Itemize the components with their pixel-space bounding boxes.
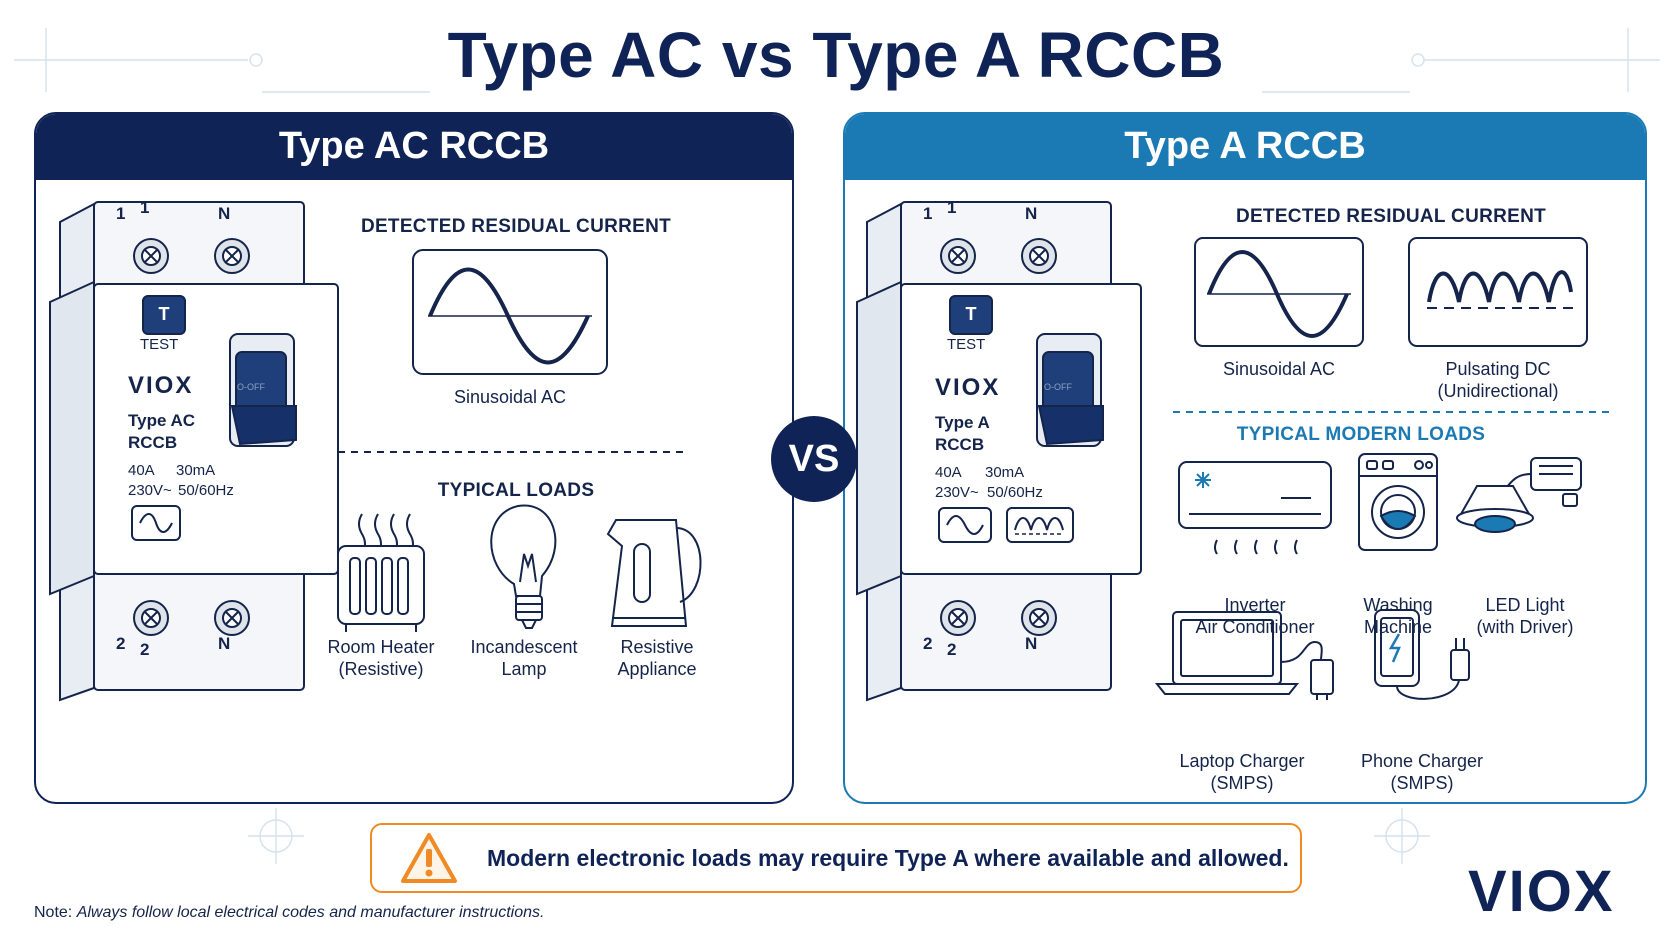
a-loads-title: TYPICAL MODERN LOADS [1236,424,1486,445]
ac-loads-title: TYPICAL LOADS [437,480,595,501]
footnote: Note: Always follow local electrical cod… [34,904,544,922]
a-terminal-2b: 2 [947,640,957,659]
ac-terminal-2b: 2 [140,640,150,659]
ac-rating-current: 40A [128,462,155,479]
ac-load-room-heater: Room Heater (Resistive) [327,637,435,679]
a-load-phone-charger: Phone Charger (SMPS) [1360,751,1484,793]
ac-test-button: T [158,304,170,324]
ac-rating-voltage: 230V~ [128,482,172,499]
pulsating-dc-icon [1408,237,1588,347]
a-test-button: T [965,304,977,324]
type-ac-header: Type AC RCCB [36,114,792,180]
ac-device-brand: VIOX [128,372,194,399]
a-load-laptop-charger: Laptop Charger (SMPS) [1179,751,1305,793]
phone-charger-icon [1374,609,1470,700]
laptop-charger-icon [1154,611,1334,700]
a-load-air-conditioner: Inverter Air Conditioner [1195,595,1315,637]
ac-terminal-n-bottom: N [218,634,231,653]
led-light-icon [1456,457,1582,533]
ac-device-type-2: RCCB [128,433,178,452]
washing-machine-icon [1358,453,1438,551]
a-rating-frequency: 50/60Hz [987,484,1043,501]
a-rating-current: 40A [935,464,962,481]
type-a-artwork [856,201,1609,702]
ac-rating-sensitivity: 30mA [176,462,216,479]
a-device-brand: VIOX [935,374,1001,401]
rccb-device-ac-icon [49,201,339,702]
a-terminal-n-bottom: N [1025,634,1038,653]
type-a-header: Type A RCCB [845,114,1645,180]
a-terminal-2a: 2 [923,634,933,653]
kettle-icon [606,519,702,627]
a-waveform-sine-label: Sinusoidal AC [1222,359,1336,379]
rccb-device-a-icon [856,201,1142,702]
type-a-panel: Type A RCCB [843,112,1647,804]
sine-wave-icon [1194,237,1364,347]
a-load-led-light: LED Light (with Driver) [1476,595,1574,637]
a-rating-sensitivity: 30mA [985,464,1025,481]
ac-test-label: TEST [140,336,179,353]
a-load-washing-machine: Washing Machine [1363,595,1433,637]
type-ac-artwork [49,201,702,702]
type-ac-panel: Type AC RCCB [34,112,794,804]
viox-logo: VIOX [1468,859,1615,924]
ac-terminal-1a: 1 [116,204,126,223]
a-terminal-1a: 1 [923,204,933,223]
ac-load-resistive-appliance: Resistive Appliance [617,637,697,679]
vs-badge: VS [771,416,857,502]
ac-rating-frequency: 50/60Hz [178,482,234,499]
incandescent-lamp-icon [490,504,557,629]
warning-triangle-icon [401,833,457,883]
ac-detected-title: DETECTED RESIDUAL CURRENT [360,216,672,237]
ac-load-incandescent-lamp: Incandescent Lamp [470,637,578,679]
a-waveform-pulsating-label: Pulsating DC (Unidirectional) [1437,359,1559,401]
air-conditioner-icon [1178,461,1332,555]
ac-terminal-1b: 1 [140,198,150,217]
a-switch-label: O-OFF [1044,382,1072,392]
sine-wave-icon [412,249,608,375]
a-rating-voltage: 230V~ [935,484,979,501]
a-device-type-2: RCCB [935,435,985,454]
room-heater-icon [337,513,425,632]
ac-terminal-2a: 2 [116,634,126,653]
warning-text: Modern electronic loads may require Type… [487,845,1289,871]
a-terminal-1b: 1 [947,198,957,217]
warning-banner: Modern electronic loads may require Type… [370,823,1302,893]
a-test-label: TEST [947,336,986,353]
a-terminal-n-top: N [1025,204,1038,223]
ac-terminal-n-top: N [218,204,231,223]
a-detected-title: DETECTED RESIDUAL CURRENT [1235,206,1547,227]
ac-device-type-1: Type AC [128,411,196,430]
ac-switch-label: O-OFF [237,382,265,392]
a-device-type-1: Type A [935,413,990,432]
ac-waveform-label: Sinusoidal AC [453,387,567,407]
footnote-text: Always follow local electrical codes and… [76,904,545,921]
page-title: Type AC vs Type A RCCB [447,19,1225,91]
footnote-label: Note: [34,904,73,921]
